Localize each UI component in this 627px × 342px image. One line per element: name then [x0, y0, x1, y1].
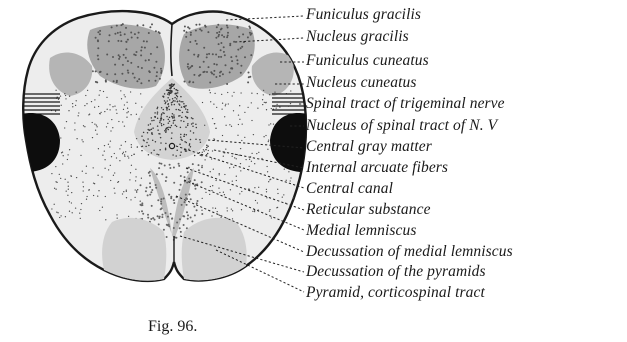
label-nucleus-cuneatus: Nucleus cuneatus [306, 74, 417, 92]
label-central-gray-matter: Central gray matter [306, 138, 432, 156]
pyramid-left [102, 218, 166, 281]
label-funiculus-gracilis: Funiculus gracilis [306, 6, 421, 24]
label-funiculus-cuneatus: Funiculus cuneatus [306, 52, 429, 70]
label-nucleus-gracilis: Nucleus gracilis [306, 28, 409, 46]
label-decussation-medial-lemniscus: Decussation of medial lemniscus [306, 243, 513, 261]
label-central-canal: Central canal [306, 180, 393, 198]
label-medial-lemniscus: Medial lemniscus [306, 222, 417, 240]
figure-caption: Fig. 96. [148, 318, 197, 336]
label-reticular-substance: Reticular substance [306, 201, 431, 219]
label-decussation-pyramids: Decussation of the pyramids [306, 263, 486, 281]
label-spinal-tract-trigeminal: Spinal tract of trigeminal nerve [306, 95, 505, 113]
label-pyramid-corticospinal: Pyramid, corticospinal tract [306, 284, 485, 302]
label-nucleus-spinal-tract-n5: Nucleus of spinal tract of N. V [306, 117, 497, 135]
pyramid-right [182, 218, 247, 281]
label-internal-arcuate-fibers: Internal arcuate fibers [306, 159, 448, 177]
